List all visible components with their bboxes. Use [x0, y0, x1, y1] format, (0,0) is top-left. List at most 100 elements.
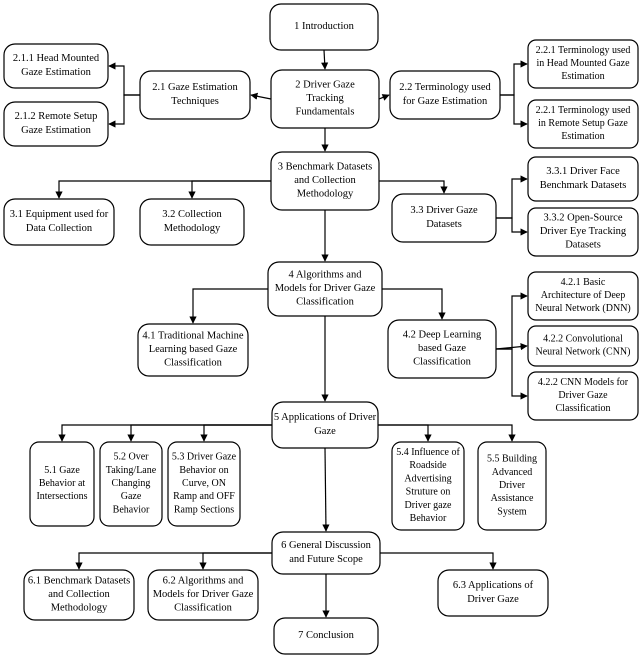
node-shape — [527, 271, 639, 321]
flow-edge-n5>n52 — [127, 424, 272, 442]
node-shape — [271, 401, 379, 449]
node-shape — [389, 70, 501, 120]
node-shape — [3, 198, 115, 246]
node-label: 1 Introduction — [294, 21, 355, 32]
flow-edge-n2>n22 — [378, 94, 390, 101]
flow-edge-n4>n42 — [382, 288, 446, 320]
node-shape — [147, 569, 259, 621]
flow-edge-n3>n33 — [379, 180, 448, 194]
flow-edge-n2>n21 — [250, 92, 272, 100]
flow-edge-n5>n53 — [200, 424, 272, 442]
flow-edge-n6>n63 — [380, 552, 497, 570]
flow-edge-n4>n41 — [189, 288, 268, 324]
node-shape — [387, 319, 497, 379]
node-shape — [270, 151, 380, 211]
node-shape — [167, 441, 241, 527]
node-shape — [437, 569, 549, 617]
flow-edge-n33>n332 — [496, 217, 528, 236]
node-shape — [527, 156, 639, 202]
node-shape — [3, 43, 109, 89]
flow-node-n1[interactable]: 1 Introduction — [269, 3, 379, 51]
node-shape — [527, 39, 639, 89]
node-shape — [271, 531, 381, 575]
flow-edge-n3>n32 — [188, 180, 271, 199]
flow-edge-n22>n221a — [500, 60, 528, 96]
node-shape — [527, 207, 639, 257]
node-shape — [267, 261, 383, 317]
flow-edge-n33>n331 — [496, 175, 528, 219]
node-shape — [269, 3, 379, 51]
flow-edge-n5>n55 — [378, 424, 516, 442]
flow-edge-n21>n211 — [108, 62, 140, 96]
flow-node-n7[interactable]: 7 Conclusion — [273, 617, 379, 655]
node-shape — [527, 371, 639, 421]
node-shape — [391, 441, 465, 531]
flow-edge-n5>n54 — [378, 424, 432, 442]
edge-layer — [55, 49, 528, 618]
node-shape — [273, 617, 379, 655]
flow-edge-n42>n421 — [496, 292, 528, 350]
flow-edge-n3>n31 — [55, 180, 271, 199]
flow-edge-n22>n221b — [500, 94, 528, 128]
node-shape — [3, 101, 109, 147]
node-shape — [391, 193, 497, 243]
flow-edge-n42>n422b — [496, 348, 528, 400]
flow-edge-n6>n62 — [199, 552, 272, 570]
flow-edge-n1>n2 — [321, 49, 329, 70]
